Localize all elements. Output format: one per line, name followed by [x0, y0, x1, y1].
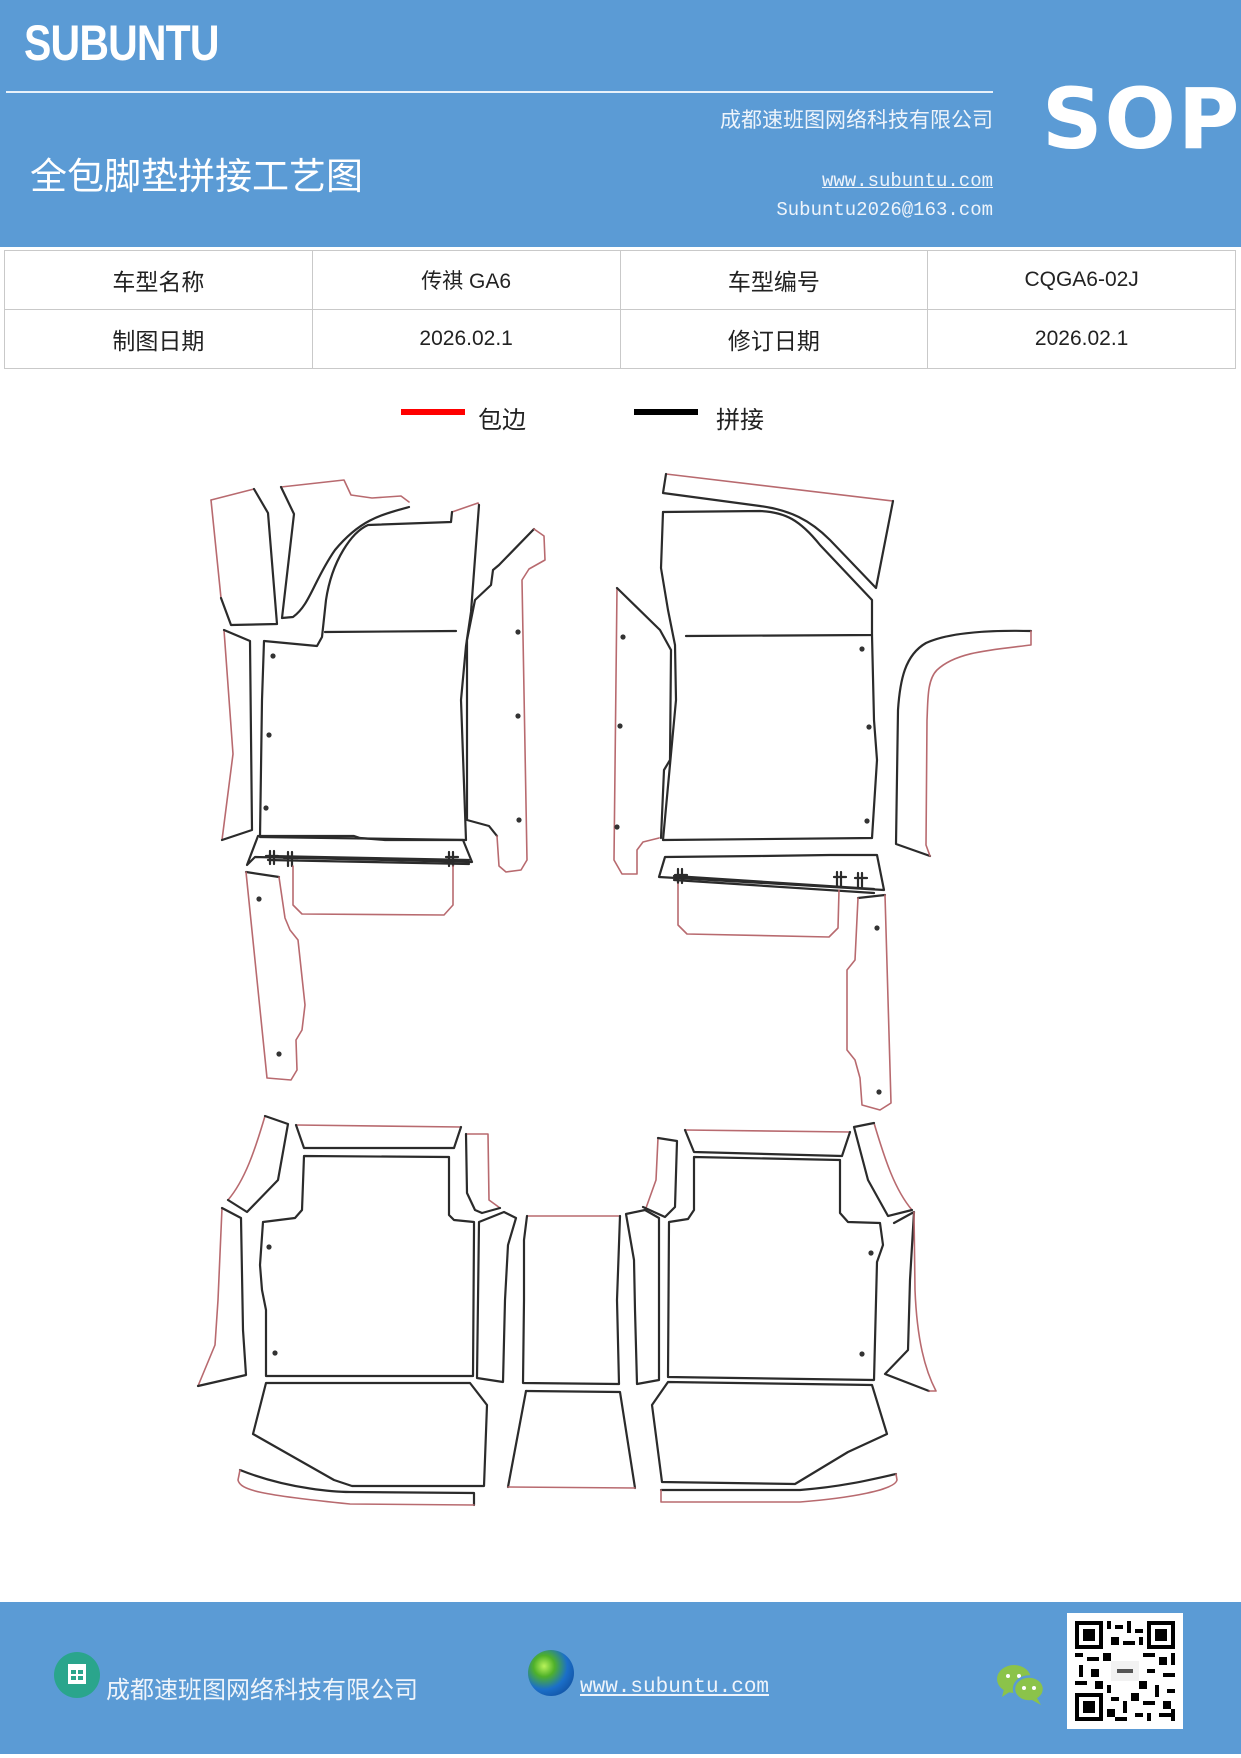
table-row: 车型名称 传祺 GA6 车型编号 CQGA6-02J [4, 250, 1236, 310]
draw-date-value: 2026.02.1 [311, 309, 621, 369]
brand-logo: SUBUNTU [24, 15, 220, 71]
legend-label-splice: 拼接 [716, 406, 764, 434]
rear-left-pieces [196, 1114, 518, 1507]
website-link[interactable]: www.subuntu.com [821, 170, 993, 192]
footer-company-name: 成都速班图网络科技有限公司 [106, 1676, 418, 1704]
model-code-value: CQGA6-02J [927, 250, 1236, 310]
sop-badge: SOP [1042, 70, 1241, 168]
legend-swatch-wrap [401, 409, 465, 415]
wechat-icon [996, 1662, 1046, 1706]
draw-date-label: 制图日期 [4, 309, 313, 369]
rear-center-pieces [506, 1214, 637, 1490]
legend-swatch-splice [634, 409, 698, 415]
revision-date-label: 修订日期 [619, 309, 929, 369]
email-address: Subuntu2026@163.com [776, 199, 993, 221]
page-title: 全包脚垫拼接工艺图 [30, 155, 363, 198]
qr-code [1067, 1613, 1183, 1729]
legend-label-wrap: 包边 [478, 406, 526, 434]
header-banner: SUBUNTU 成都速班图网络科技有限公司 全包脚垫拼接工艺图 www.subu… [0, 0, 1241, 247]
model-name-value: 传祺 GA6 [311, 250, 621, 310]
rear-right-pieces [624, 1121, 937, 1503]
table-row: 制图日期 2026.02.1 修订日期 2026.02.1 [4, 309, 1236, 369]
legend: 包边 拼接 [0, 400, 1241, 440]
header-divider [6, 91, 993, 93]
vehicle-info-table: 车型名称 传祺 GA6 车型编号 CQGA6-02J 制图日期 2026.02.… [4, 250, 1236, 369]
revision-date-value: 2026.02.1 [927, 309, 1236, 369]
building-icon [54, 1652, 100, 1698]
globe-icon [528, 1650, 574, 1696]
model-code-label: 车型编号 [619, 250, 929, 310]
front-left-pieces [210, 479, 546, 1081]
model-name-label: 车型名称 [4, 250, 313, 310]
company-name: 成都速班图网络科技有限公司 [720, 108, 993, 132]
footer-banner: 成都速班图网络科技有限公司 www.subuntu.com [0, 1602, 1241, 1754]
front-right-pieces [613, 472, 1033, 1111]
footer-website-link[interactable]: www.subuntu.com [580, 1676, 770, 1699]
